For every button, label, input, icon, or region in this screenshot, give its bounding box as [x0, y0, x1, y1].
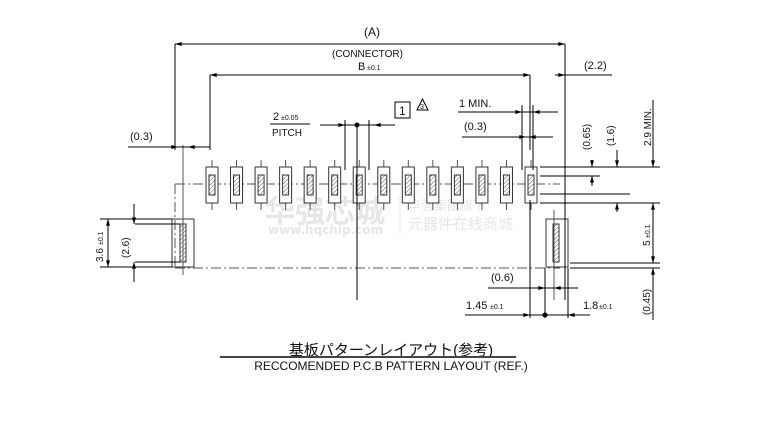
signal-pad	[377, 160, 391, 210]
dim-1-45: 1.45	[466, 300, 487, 312]
signal-pad	[230, 160, 244, 210]
dim-0-3-left: (0.3)	[130, 131, 153, 143]
signal-pad	[475, 160, 489, 210]
caption-title-en: RECCOMENDED P.C.B PATTERN LAYOUT (REF.)	[254, 359, 528, 373]
dim-2-9-min: 2.9 MIN.	[643, 108, 654, 146]
note-box-number: 1	[399, 104, 406, 118]
dim-0-65: (0.65)	[582, 124, 593, 150]
dim-5-tol: ±0.1	[645, 224, 652, 238]
note-triangle-number: 3	[420, 104, 424, 111]
dim-5: 5	[642, 240, 653, 246]
dim-1-8: 1.8	[583, 300, 598, 312]
watermark-url: www.hqchip.com	[268, 223, 383, 237]
pitch-datum-dot	[354, 122, 360, 128]
dim-pitch-label: PITCH	[272, 128, 302, 139]
dim-0-6: (0.6)	[491, 272, 514, 284]
dim-pitch-tol: ±0.05	[281, 115, 299, 122]
watermark-group: 华强集团旗下	[408, 198, 486, 214]
dim-3-6-tol: ±0.1	[98, 231, 105, 245]
dimension-lines	[100, 42, 660, 320]
dim-pitch-value: 2	[273, 111, 279, 123]
signal-pad	[499, 160, 513, 210]
dim-connector-label: (CONNECTOR)	[332, 49, 403, 60]
dim-b-tol: ±0.1	[367, 65, 381, 72]
dim-0-3-top: (0.3)	[464, 121, 487, 133]
caption-divider	[220, 356, 516, 358]
dim-1-8-tol: ±0.1	[599, 304, 613, 311]
mount-pad-right	[545, 210, 569, 300]
signal-pad	[352, 160, 366, 210]
dim-2-6: (2.6)	[121, 237, 132, 258]
signal-pad	[205, 160, 219, 210]
signal-pad	[303, 160, 317, 210]
dim-3-6: 3.6	[95, 248, 106, 262]
connector-outline	[174, 183, 560, 269]
caption-title-jp: 基板パターンレイアウト(参考)	[288, 342, 494, 359]
dim-overall-width: (A)	[364, 25, 380, 39]
signal-pad	[524, 160, 538, 210]
dim-1-6: (1.6)	[606, 125, 617, 146]
dim-1-45-tol: ±0.1	[490, 304, 504, 311]
signal-pad	[254, 160, 268, 210]
signal-pad	[401, 160, 415, 210]
mount-pad-left	[171, 145, 195, 275]
signal-pad	[279, 160, 293, 210]
dim-b: B	[358, 61, 365, 73]
signal-pad	[426, 160, 440, 210]
dim-0-45: (0.45)	[642, 289, 653, 315]
watermark-slogan: 元器件在线商城	[408, 215, 513, 233]
dim-one-min: 1 MIN.	[459, 98, 491, 110]
signal-pad	[328, 160, 342, 210]
note-triangle-icon	[416, 97, 429, 111]
signal-pad-row	[205, 160, 538, 210]
signal-pad	[450, 160, 464, 210]
note-box	[394, 101, 411, 119]
dim-2-2: (2.2)	[584, 60, 607, 72]
pad-datum-dot	[542, 312, 548, 318]
